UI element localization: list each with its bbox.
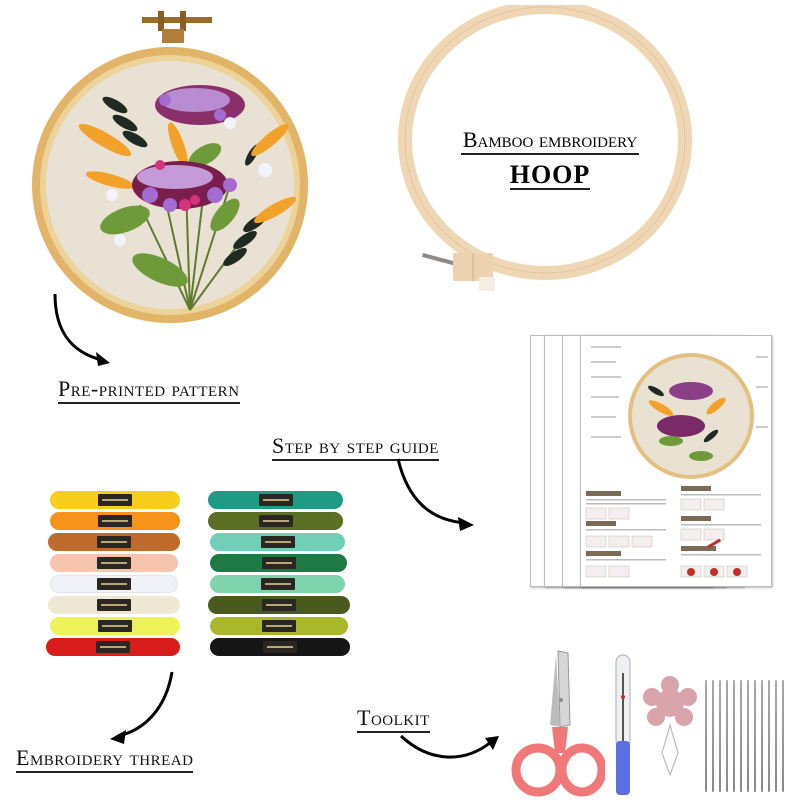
hoop-label-line2: HOOP — [509, 160, 591, 191]
needle-icon — [761, 680, 763, 792]
hoop-label-line1: Bamboo embroidery — [460, 128, 640, 156]
thread-skein-red — [46, 638, 180, 656]
pattern-hoop-image — [30, 5, 310, 335]
guide-page-icon — [585, 346, 768, 578]
thread-skein-lemon — [50, 617, 180, 635]
needle-icon — [733, 680, 735, 792]
needle-icon — [712, 680, 714, 792]
thread-skein-black — [210, 638, 350, 656]
toolkit-label: Toolkit — [357, 706, 430, 734]
needle-icon — [705, 680, 707, 792]
thread-skein-green — [210, 554, 347, 572]
thread-skeins — [40, 488, 360, 663]
thread-skein-mint — [210, 575, 345, 593]
thread-skein-orange — [50, 512, 180, 530]
bamboo-hoop-image — [395, 5, 695, 305]
needle-icon — [768, 680, 770, 792]
needle-icon — [726, 680, 728, 792]
curved-arrow-icon — [396, 458, 474, 531]
thread-skein-teal — [208, 491, 343, 509]
pattern-label: Pre-printed pattern — [58, 377, 240, 405]
thread-skein-dark-olive — [208, 596, 350, 614]
embroidered-floral-hoop-icon — [32, 11, 308, 323]
needle-icon — [740, 680, 742, 792]
toolkit-items — [505, 645, 800, 800]
needle-icon — [747, 680, 749, 792]
needle-icon — [719, 680, 721, 792]
thread-skein-white — [50, 575, 178, 593]
thread-skein-cream — [48, 596, 180, 614]
thread-skein-peach — [50, 554, 178, 572]
thread-skein-brown — [48, 533, 180, 551]
curved-arrow-icon — [53, 293, 110, 366]
needle-icon — [754, 680, 756, 792]
hoop-label: Bamboo embroidery HOOP — [430, 128, 670, 191]
needles-set — [703, 680, 798, 795]
thread-label: Embroidery thread — [16, 746, 194, 774]
thread-skein-yellow — [50, 491, 180, 509]
thread-skein-lime — [210, 617, 348, 635]
guide-label: Step by step guide — [272, 434, 439, 462]
needle-icon — [782, 680, 784, 792]
bamboo-hoop-icon — [398, 5, 692, 291]
thread-skein-olive — [208, 512, 343, 530]
curved-arrow-icon — [110, 671, 174, 744]
needle-threader-icon — [643, 676, 697, 777]
instruction-sheet-front — [580, 335, 772, 587]
seam-ripper-icon — [615, 654, 631, 795]
needle-icon — [775, 680, 777, 792]
instruction-sheets — [530, 335, 785, 590]
thread-skein-aqua — [210, 533, 345, 551]
curved-arrow-icon — [399, 734, 499, 759]
scissors-icon — [511, 650, 605, 797]
